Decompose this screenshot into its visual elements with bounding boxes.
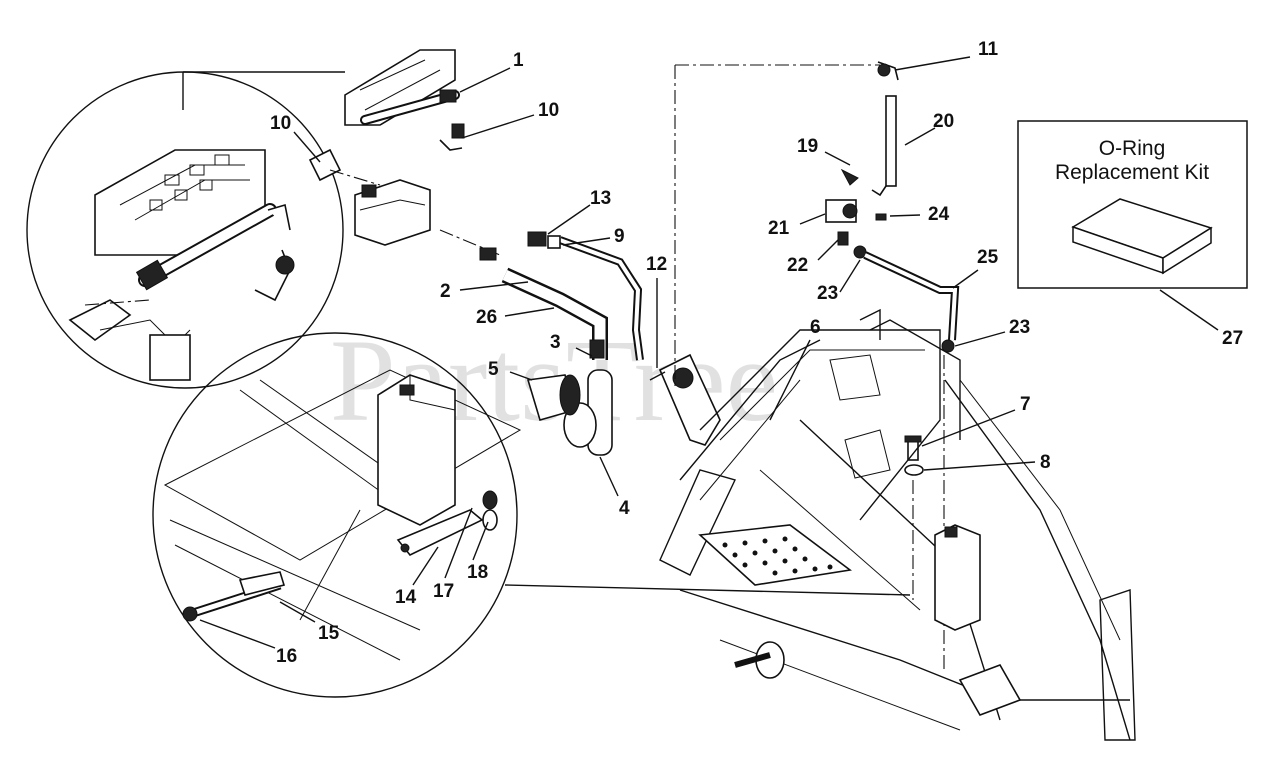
detail-connector-line: [504, 584, 911, 596]
machine-frame: [659, 308, 1136, 741]
hydraulic-hoses: [501, 231, 721, 456]
callout-11: 11: [978, 39, 999, 60]
callout-4: 4: [619, 498, 630, 519]
callout-1: 1: [513, 50, 524, 71]
callout-24: 24: [928, 204, 950, 225]
leader-lines: [199, 56, 1036, 649]
callout-18: 18: [467, 562, 488, 583]
o-ring-kit-box: O-Ring Replacement Kit: [1017, 120, 1248, 289]
detail-bracket-line: [182, 71, 345, 110]
callout-9: 9: [614, 226, 625, 247]
callout-26: 26: [476, 307, 497, 328]
main-valve-block: [308, 49, 501, 261]
callout-15: 15: [318, 623, 340, 644]
callout-10: 10: [270, 113, 291, 134]
callout-5: 5: [488, 359, 499, 380]
callout-20: 20: [933, 111, 954, 132]
valve-detail-circle: [26, 71, 344, 389]
callout-8: 8: [1040, 452, 1051, 473]
kit-title-line2: Replacement Kit: [1055, 161, 1209, 184]
callout-2: 2: [440, 281, 451, 302]
callout-16: 16: [276, 646, 297, 667]
kit-title-line1: O-Ring: [1099, 137, 1166, 160]
kit-leader-line: [1159, 289, 1219, 331]
callout-14: 14: [395, 587, 417, 608]
callout-17: 17: [433, 581, 454, 602]
callout-22: 22: [787, 255, 808, 276]
callout-3: 3: [550, 332, 561, 353]
callout-19: 19: [797, 136, 818, 157]
callout-7: 7: [1020, 394, 1031, 415]
callout-labels: 1 10 10 13 9 12 2 26 3 5 4 6 11 19 20 21…: [270, 39, 1051, 667]
callout-12: 12: [646, 254, 667, 275]
callout-23: 23: [1009, 317, 1030, 338]
callout-6: 6: [810, 317, 821, 338]
callout-13: 13: [590, 188, 611, 209]
callout-25: 25: [977, 247, 999, 268]
callout-10: 10: [538, 100, 559, 121]
callout-21: 21: [768, 218, 790, 239]
callout-23: 23: [817, 283, 838, 304]
callout-27: 27: [1222, 328, 1243, 349]
